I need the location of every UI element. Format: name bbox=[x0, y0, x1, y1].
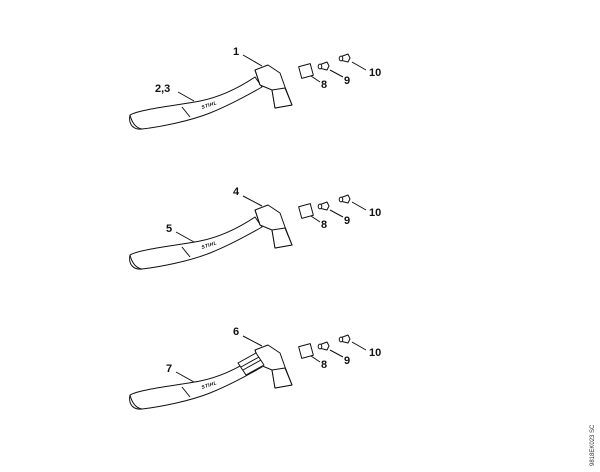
label-handle: 2,3 bbox=[155, 83, 170, 95]
part-square-icon bbox=[298, 63, 314, 79]
label-part-8: 8 bbox=[321, 359, 327, 371]
part-square-icon bbox=[298, 203, 314, 219]
brand-text: STIHL bbox=[201, 240, 218, 251]
label-handle: 5 bbox=[166, 223, 172, 235]
label-part-8: 8 bbox=[321, 219, 327, 231]
label-head: 4 bbox=[233, 186, 240, 198]
label-part-10: 10 bbox=[369, 347, 381, 359]
label-head: 1 bbox=[233, 46, 239, 58]
part-wedge-icon bbox=[317, 61, 330, 71]
brand-text: STIHL bbox=[201, 100, 218, 111]
part-wedge-icon bbox=[338, 53, 351, 63]
axe-assembly-1: STIHL bbox=[129, 64, 293, 130]
label-part-9: 9 bbox=[344, 355, 350, 367]
part-wedge-icon bbox=[317, 201, 330, 211]
axe-icon bbox=[129, 204, 293, 270]
axe-assembly-2: STIHL bbox=[129, 204, 293, 270]
part-wedge-icon bbox=[338, 334, 351, 344]
axe-assembly-3: STIHL bbox=[129, 344, 293, 410]
axe-icon bbox=[129, 64, 293, 130]
brand-text: STIHL bbox=[201, 380, 218, 391]
drawing-code: 9818EK023 SC bbox=[590, 424, 596, 466]
label-handle: 7 bbox=[166, 363, 172, 375]
part-square-icon bbox=[298, 343, 314, 359]
label-part-10: 10 bbox=[369, 207, 381, 219]
label-part-8: 8 bbox=[321, 79, 327, 91]
label-part-9: 9 bbox=[344, 75, 350, 87]
part-wedge-icon bbox=[338, 194, 351, 204]
axe-icon bbox=[129, 344, 293, 410]
label-head: 6 bbox=[233, 326, 239, 338]
part-wedge-icon bbox=[317, 341, 330, 351]
label-part-10: 10 bbox=[369, 67, 381, 79]
label-part-9: 9 bbox=[344, 215, 350, 227]
